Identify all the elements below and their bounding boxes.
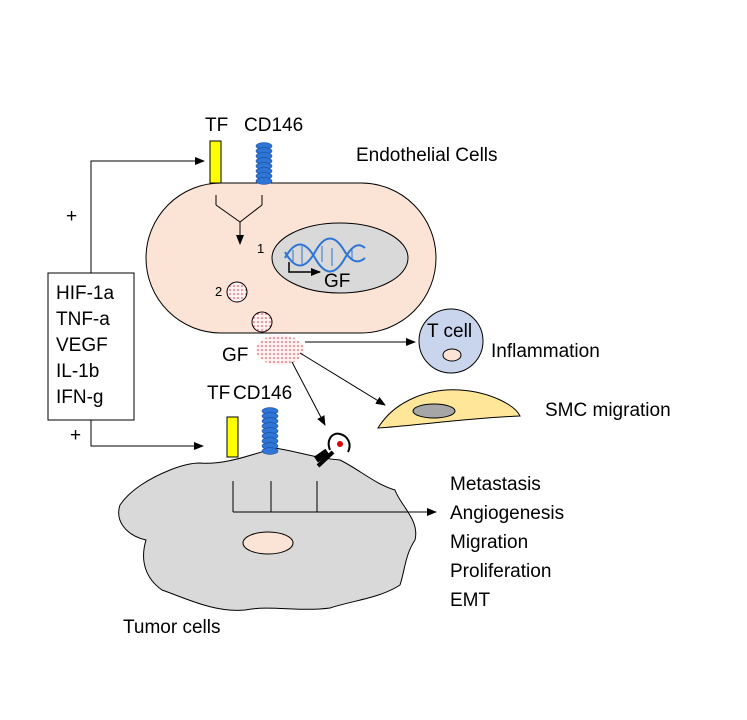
tf-receptor-bottom (226, 416, 239, 458)
t-cell-nucleus (442, 348, 462, 362)
vesicle-2 (226, 281, 248, 303)
label-inflammation: Inflammation (491, 341, 600, 362)
outcome-list: Metastasis Angiogenesis Migration Prolif… (450, 474, 564, 611)
cd146-receptor-top-icon (255, 142, 273, 185)
arrow-gf-to-receptor (291, 361, 326, 426)
label-tf-top: TF (205, 115, 228, 136)
gf-receptor-icon (313, 432, 351, 468)
signal-lines-top (215, 195, 263, 223)
factor-item: TNF-a (56, 309, 110, 330)
smc-nucleus (412, 403, 456, 419)
vesicle-membrane (251, 311, 273, 333)
factor-box (47, 272, 135, 421)
factor-item: VEGF (56, 335, 108, 356)
cd146-receptor-bottom-icon (261, 407, 279, 455)
arrow-factor-to-tf-bottom (90, 420, 204, 450)
arrow-gf-to-smc (299, 352, 386, 406)
label-num-1: 1 (257, 241, 264, 256)
factor-item: HIF-1a (56, 283, 115, 304)
outcome-item: Angiogenesis (450, 503, 564, 524)
outcome-item: Migration (450, 532, 528, 553)
label-tf-bottom: TF (207, 383, 230, 404)
tumor-nucleus (242, 531, 294, 555)
label-tumor-cells: Tumor cells (123, 617, 220, 638)
label-plus-bottom: + (70, 425, 81, 446)
factor-list: HIF-1a TNF-a VEGF IL-1b IFN-g (56, 283, 115, 408)
label-num-2: 2 (215, 284, 222, 299)
factor-item: IFN-g (56, 387, 104, 408)
factor-item: IL-1b (56, 361, 99, 382)
gf-ligand-dot (337, 441, 343, 447)
arrow-factor-to-tf-top (90, 157, 205, 273)
transcription-arrow (288, 262, 321, 276)
dna-helix-icon (284, 237, 366, 273)
secreted-gf-cloud (256, 335, 304, 365)
tumor-cell (118, 447, 417, 611)
outcome-item: Proliferation (450, 561, 551, 582)
label-plus-top: + (66, 206, 77, 227)
label-smc-migration: SMC migration (545, 400, 671, 421)
tf-receptor-top (209, 140, 222, 184)
signal-lines-bottom (232, 481, 318, 512)
outcome-item: EMT (450, 590, 491, 611)
label-gf-secreted: GF (222, 345, 248, 366)
label-cd146-top: CD146 (244, 115, 303, 136)
endothelial-nucleus (271, 222, 409, 294)
label-endothelial: Endothelial Cells (356, 145, 498, 166)
outcome-item: Metastasis (450, 474, 541, 495)
t-cell (418, 308, 484, 374)
label-t-cell: T cell (427, 321, 472, 342)
label-gf-nucleus: GF (324, 271, 350, 292)
label-cd146-bottom: CD146 (233, 383, 292, 404)
